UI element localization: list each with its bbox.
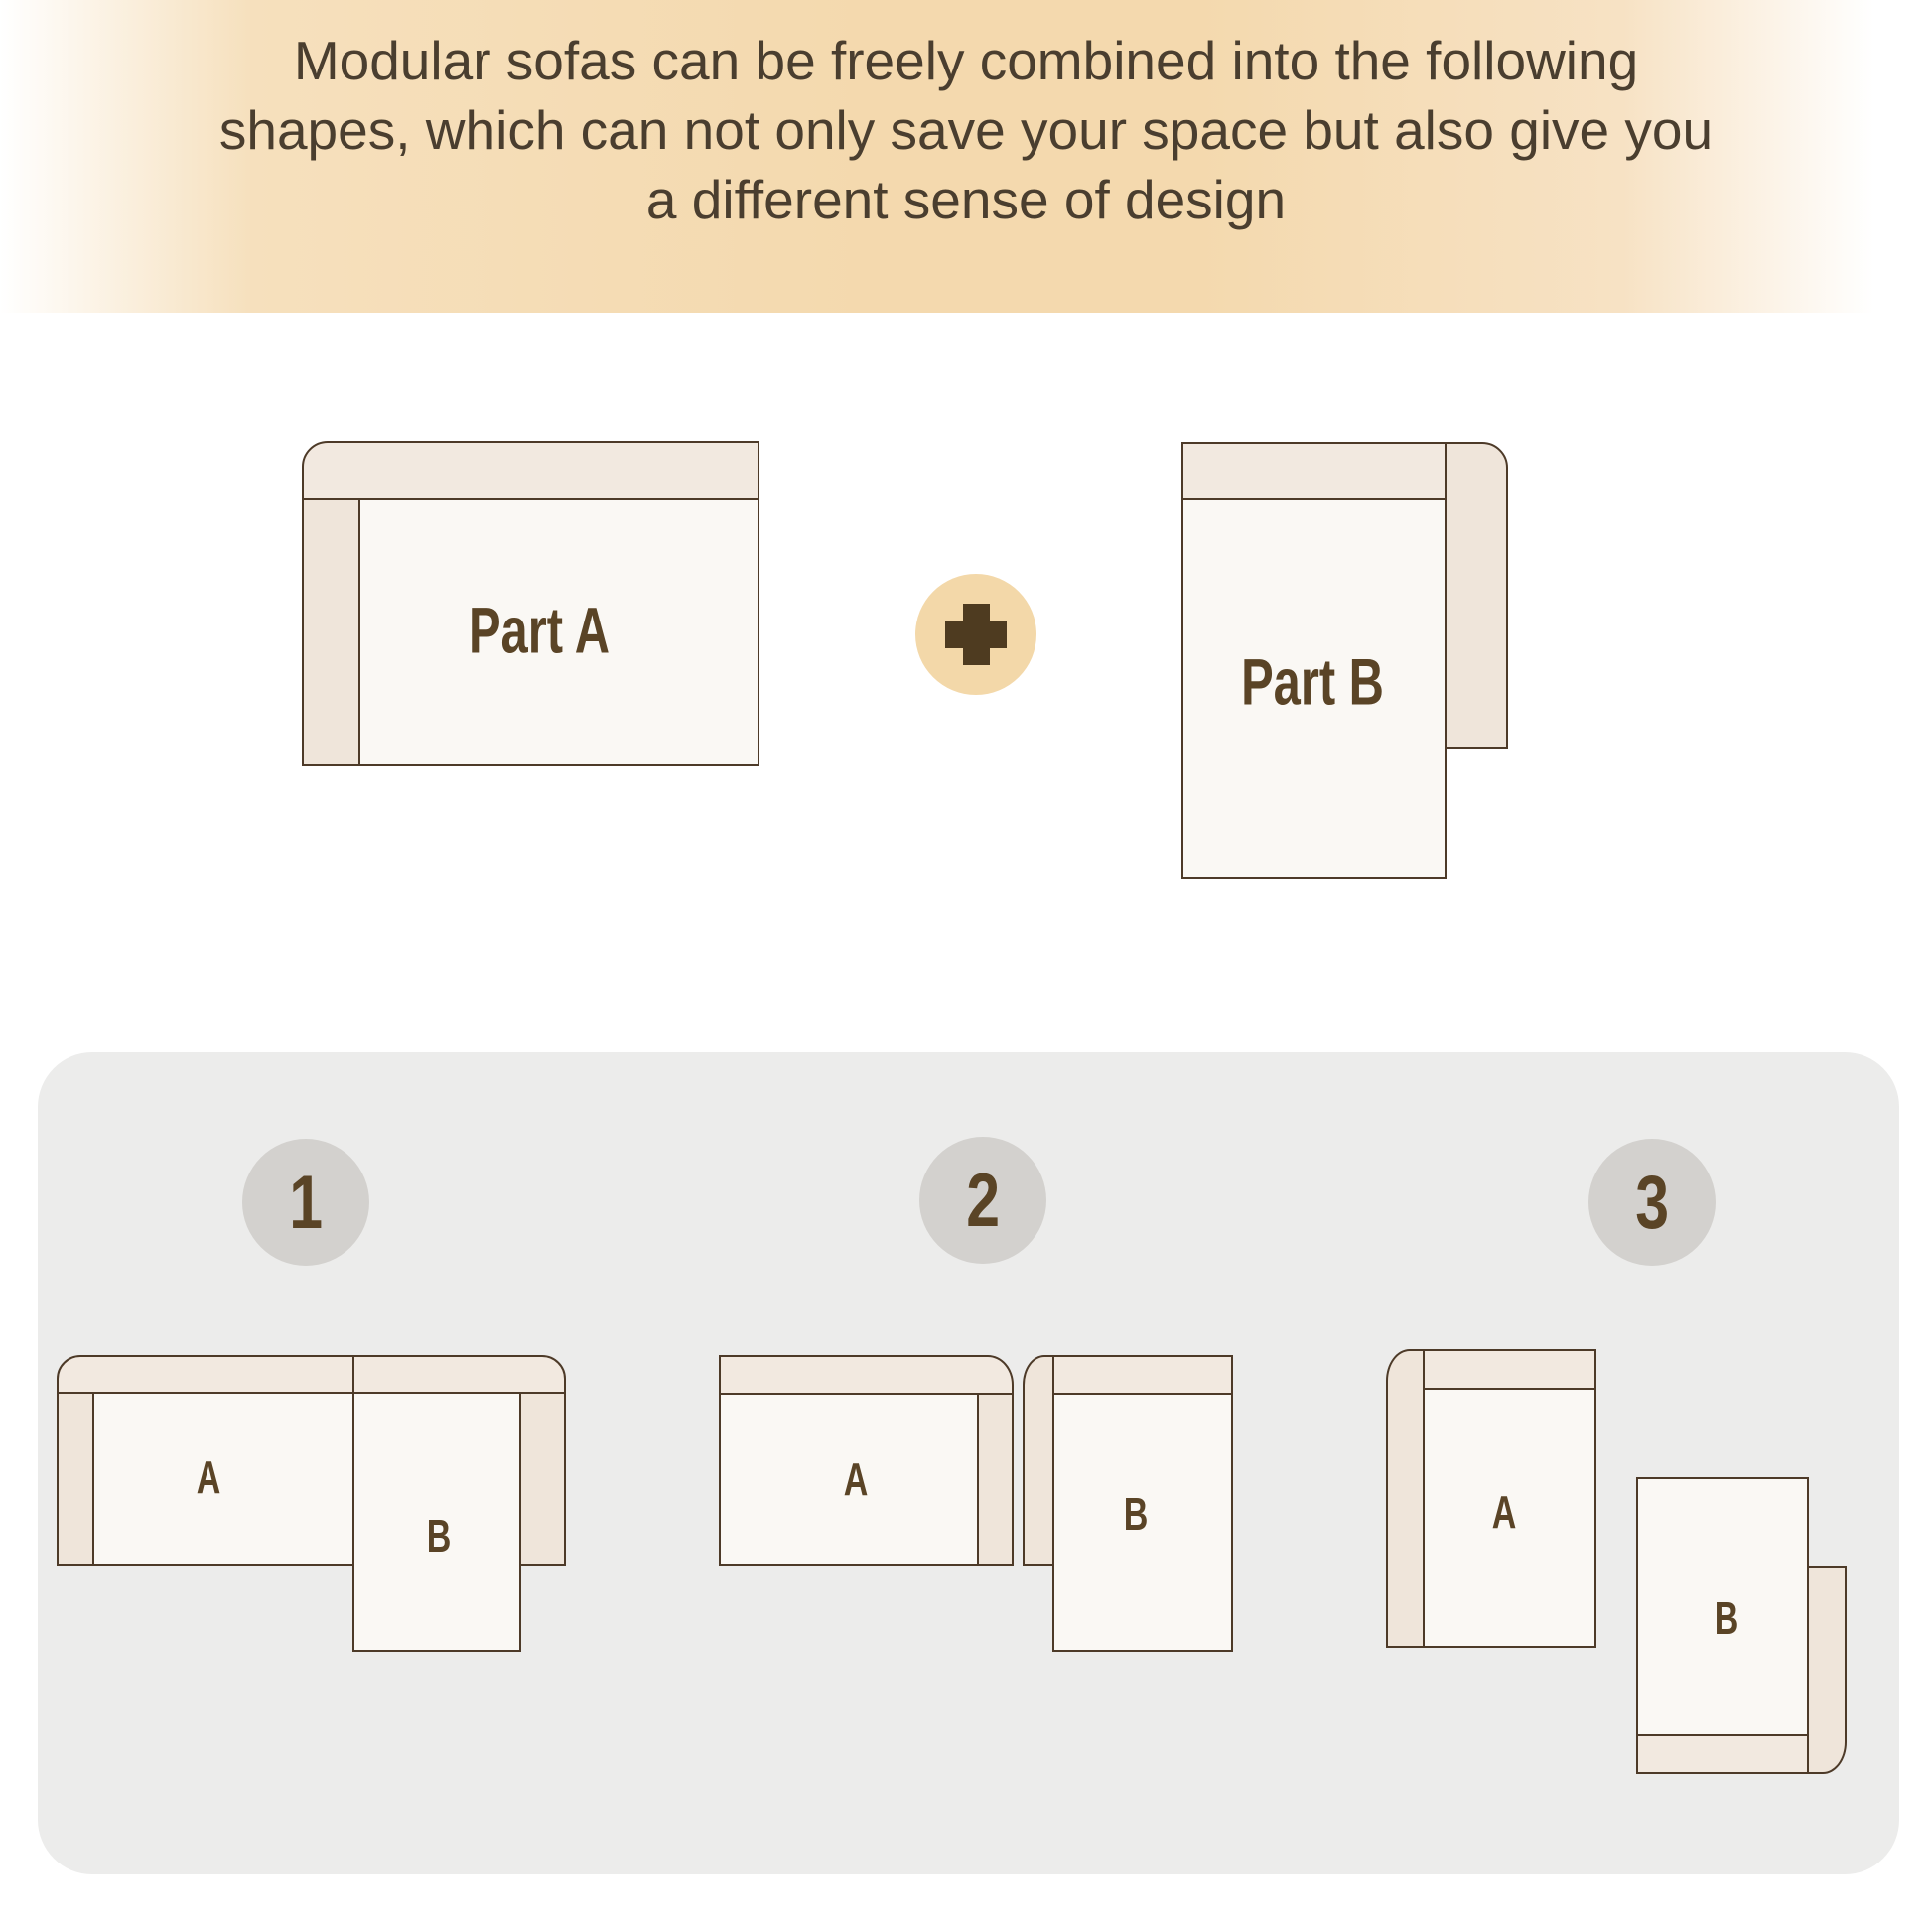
combo-1-badge: 1 <box>242 1139 369 1266</box>
combo-1-left-armrest <box>57 1392 94 1566</box>
combo-3-backrest-b <box>1636 1734 1809 1774</box>
combo-2-badge: 2 <box>919 1137 1046 1264</box>
combo-2-seat-a <box>719 1393 979 1566</box>
combo-1-seat-a <box>92 1392 354 1566</box>
combo-1-backrest-b <box>352 1355 566 1394</box>
combo-2-seat-b <box>1052 1393 1233 1652</box>
header-banner: Modular sofas can be freely combined int… <box>0 0 1932 313</box>
title-line-1: Modular sofas can be freely combined int… <box>293 30 1639 91</box>
part-a-armrest <box>302 498 360 766</box>
combo-3-badge-number: 3 <box>1635 1160 1669 1245</box>
part-b-seat <box>1181 442 1447 879</box>
part-a-label: Part A <box>468 593 611 667</box>
part-b-backrest <box>1181 442 1447 500</box>
combo-2-armrest-a <box>977 1393 1014 1566</box>
plus-icon-vertical-bar <box>963 604 990 665</box>
combo-3-armrest-a <box>1386 1349 1425 1648</box>
combo-2-backrest-a <box>719 1355 1014 1395</box>
combo-3-badge: 3 <box>1588 1139 1716 1266</box>
combo-1-backrest-a <box>57 1355 354 1394</box>
combo-1-badge-number: 1 <box>289 1160 323 1245</box>
combo-1-right-armrest <box>519 1392 566 1566</box>
combo-2-armrest-b <box>1023 1355 1054 1566</box>
part-b-label: Part B <box>1241 644 1384 719</box>
combo-2-label-a: A <box>843 1452 869 1505</box>
part-a-seat <box>302 498 759 766</box>
plus-icon <box>915 574 1036 695</box>
title-line-3: a different sense of design <box>645 169 1287 230</box>
combo-3-label-b: B <box>1714 1591 1739 1644</box>
page-title: Modular sofas can be freely combined int… <box>0 0 1932 234</box>
combo-1-label-a: A <box>196 1450 221 1503</box>
combo-2-badge-number: 2 <box>966 1158 1000 1243</box>
part-b-armrest <box>1445 442 1508 749</box>
combo-3-seat-a <box>1423 1388 1596 1648</box>
combo-2-label-b: B <box>1123 1487 1149 1540</box>
combo-1-label-b: B <box>426 1509 452 1562</box>
combo-3-armrest-b <box>1807 1566 1847 1774</box>
combo-3-seat-b <box>1636 1477 1809 1736</box>
combo-2-backrest-b <box>1052 1355 1233 1395</box>
title-line-2: shapes, which can not only save your spa… <box>218 99 1714 161</box>
part-a-backrest <box>302 441 759 500</box>
combo-3-label-a: A <box>1491 1485 1517 1538</box>
combo-3-backrest-a <box>1423 1349 1596 1390</box>
